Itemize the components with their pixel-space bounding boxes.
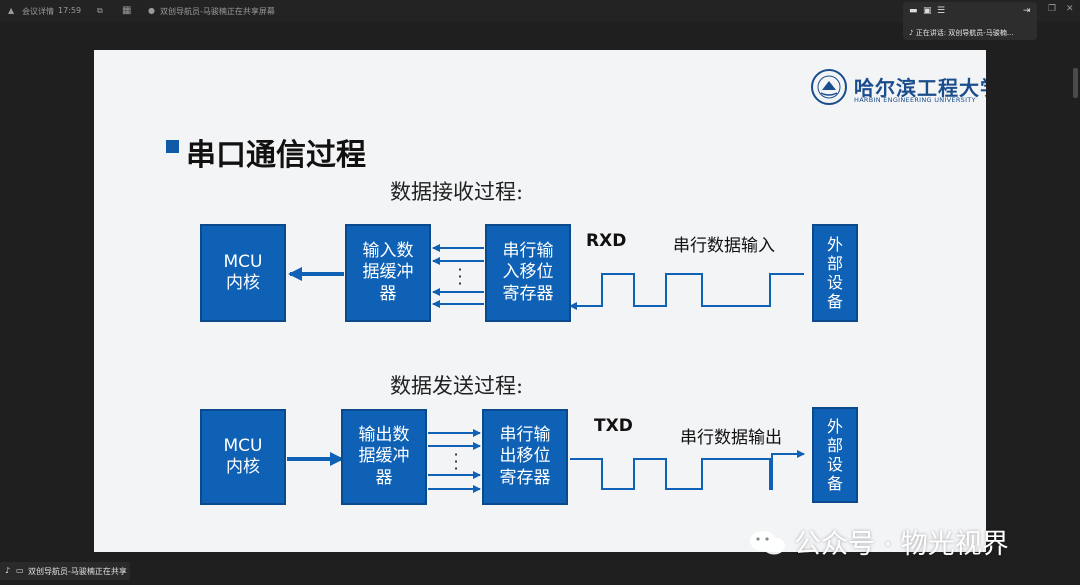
rx-square-wave <box>569 273 772 310</box>
tx-external-device-box: 外 部 设 备 <box>812 407 858 503</box>
tx-shift-line3: 寄存器 <box>499 467 551 488</box>
sharing-bar[interactable]: ♪ ▭ 双创导航员-马骏楠正在共享 <box>0 562 130 580</box>
popout-icon[interactable]: ⧉ <box>97 6 103 15</box>
tx-device-char-2: 部 <box>826 435 843 455</box>
rx-bus-dots: ··· <box>457 260 463 294</box>
tx-shift-register-box: 串行输出移位寄存器 <box>482 409 568 505</box>
minimize-icon[interactable]: ▬ <box>909 6 918 16</box>
rx-shift-line1: 串行输 <box>502 241 554 262</box>
rx-mcu-label: MCU <box>223 251 263 272</box>
rx-shift-line3: 寄存器 <box>502 283 554 304</box>
meeting-time: 17:59 <box>58 6 82 15</box>
rx-buffer-line2: 据缓冲 <box>362 262 414 283</box>
collapse-icon[interactable]: ⇥ <box>1023 6 1031 16</box>
title-bullet <box>166 140 179 153</box>
speaking-label: 正在讲话: <box>915 29 947 37</box>
txd-label: TXD <box>594 416 633 436</box>
speaking-status: ♪ 正在讲话: 双创导航员-马骏楠... <box>909 28 1014 38</box>
wechat-icon <box>750 531 785 555</box>
rx-external-device-box: 外 部 设 备 <box>812 224 858 322</box>
tx-buffer-line3: 器 <box>375 467 393 488</box>
layout-icon[interactable]: ▦ <box>122 5 132 16</box>
tx-buffer-line2: 据缓冲 <box>358 446 410 467</box>
share-indicator-icon: ● <box>148 6 155 15</box>
tx-shift-line2: 出移位 <box>499 446 551 467</box>
rx-shift-register-box: 串行输入移位寄存器 <box>485 224 571 322</box>
rx-input-buffer-box: 输入数据缓冲器 <box>345 224 431 322</box>
window-icon[interactable]: ▣ <box>923 6 932 16</box>
university-name-cn: 哈尔滨工程大学 <box>854 76 986 100</box>
tx-core-label: 内核 <box>225 457 260 477</box>
mic-icon[interactable]: ♪ <box>5 566 11 575</box>
tx-output-buffer-box: 输出数据缓冲器 <box>341 409 427 505</box>
rx-shift-line2: 入移位 <box>502 262 554 283</box>
scrollbar[interactable] <box>1073 68 1078 98</box>
tx-square-wave <box>570 450 805 490</box>
rx-device-char-2: 部 <box>826 253 843 273</box>
send-heading: 数据发送过程: <box>390 374 524 398</box>
close-icon[interactable]: ✕ <box>1066 4 1074 14</box>
list-view-icon[interactable]: ☰ <box>937 6 946 16</box>
sharing-status-text: 双创导航员-马骏楠正在共享 <box>28 567 127 576</box>
speaker-name: 双创导航员-马骏楠... <box>948 29 1014 37</box>
serial-input-label: 串行数据输入 <box>673 236 775 256</box>
app-name[interactable]: 会议详情 <box>22 7 54 16</box>
tx-device-char-4: 备 <box>826 474 843 494</box>
mic-icon: ♪ <box>909 29 914 37</box>
tx-shift-line1: 串行输 <box>499 425 551 446</box>
rx-device-char-4: 备 <box>826 292 843 312</box>
diagram-arrows <box>287 244 805 493</box>
slide-title: 串口通信过程 <box>186 138 366 173</box>
rx-buffer-line1: 输入数 <box>362 241 414 262</box>
tx-device-char-3: 设 <box>826 455 843 474</box>
tx-device-char-1: 外 <box>826 416 843 436</box>
tx-buffer-line1: 输出数 <box>358 425 410 446</box>
screen-share-icon: ▭ <box>16 566 24 575</box>
shared-slide: 哈尔滨工程大学 HARBIN ENGINEERING UNIVERSITY 串口… <box>94 50 986 552</box>
rx-core-label: 内核 <box>225 273 260 293</box>
receive-heading: 数据接收过程: <box>390 180 524 204</box>
share-tab-title: 双创导航员-马骏楠正在共享屏幕 <box>160 7 275 16</box>
speaker-panel: ▬ ▣ ☰ ⇥ ♪ 正在讲话: 双创导航员-马骏楠... <box>903 2 1037 40</box>
tx-bus-dots: ··· <box>453 445 459 479</box>
rxd-label: RXD <box>586 231 627 251</box>
rx-device-char-3: 设 <box>826 273 843 292</box>
app-logo-icon: ▲ <box>8 6 15 15</box>
university-seal-icon <box>811 69 847 105</box>
rx-buffer-line3: 器 <box>379 283 397 304</box>
restore-icon[interactable]: ❐ <box>1048 4 1057 14</box>
rx-device-char-1: 外 <box>826 234 843 254</box>
tx-mcu-label: MCU <box>223 435 263 456</box>
university-name-en: HARBIN ENGINEERING UNIVERSITY <box>854 96 976 104</box>
meeting-top-bar: ▲ 会议详情 17:59 ⧉ ▦ ● 双创导航员-马骏楠正在共享屏幕 ❐ ✕ <box>0 0 1080 22</box>
watermark-text: 公众号 · 物光视界 <box>794 529 1009 560</box>
serial-output-label: 串行数据输出 <box>680 428 782 448</box>
